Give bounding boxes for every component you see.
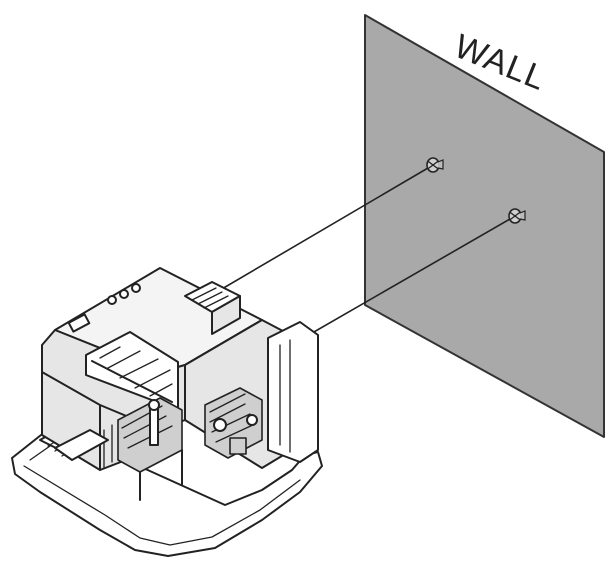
display-window xyxy=(85,331,179,411)
screw-icon xyxy=(426,157,444,173)
alignment-line-upper xyxy=(214,167,429,294)
time-clock-device xyxy=(11,267,323,557)
wall-panel xyxy=(364,14,605,438)
alignment-line-lower xyxy=(299,218,511,341)
screw-icon xyxy=(508,208,526,224)
